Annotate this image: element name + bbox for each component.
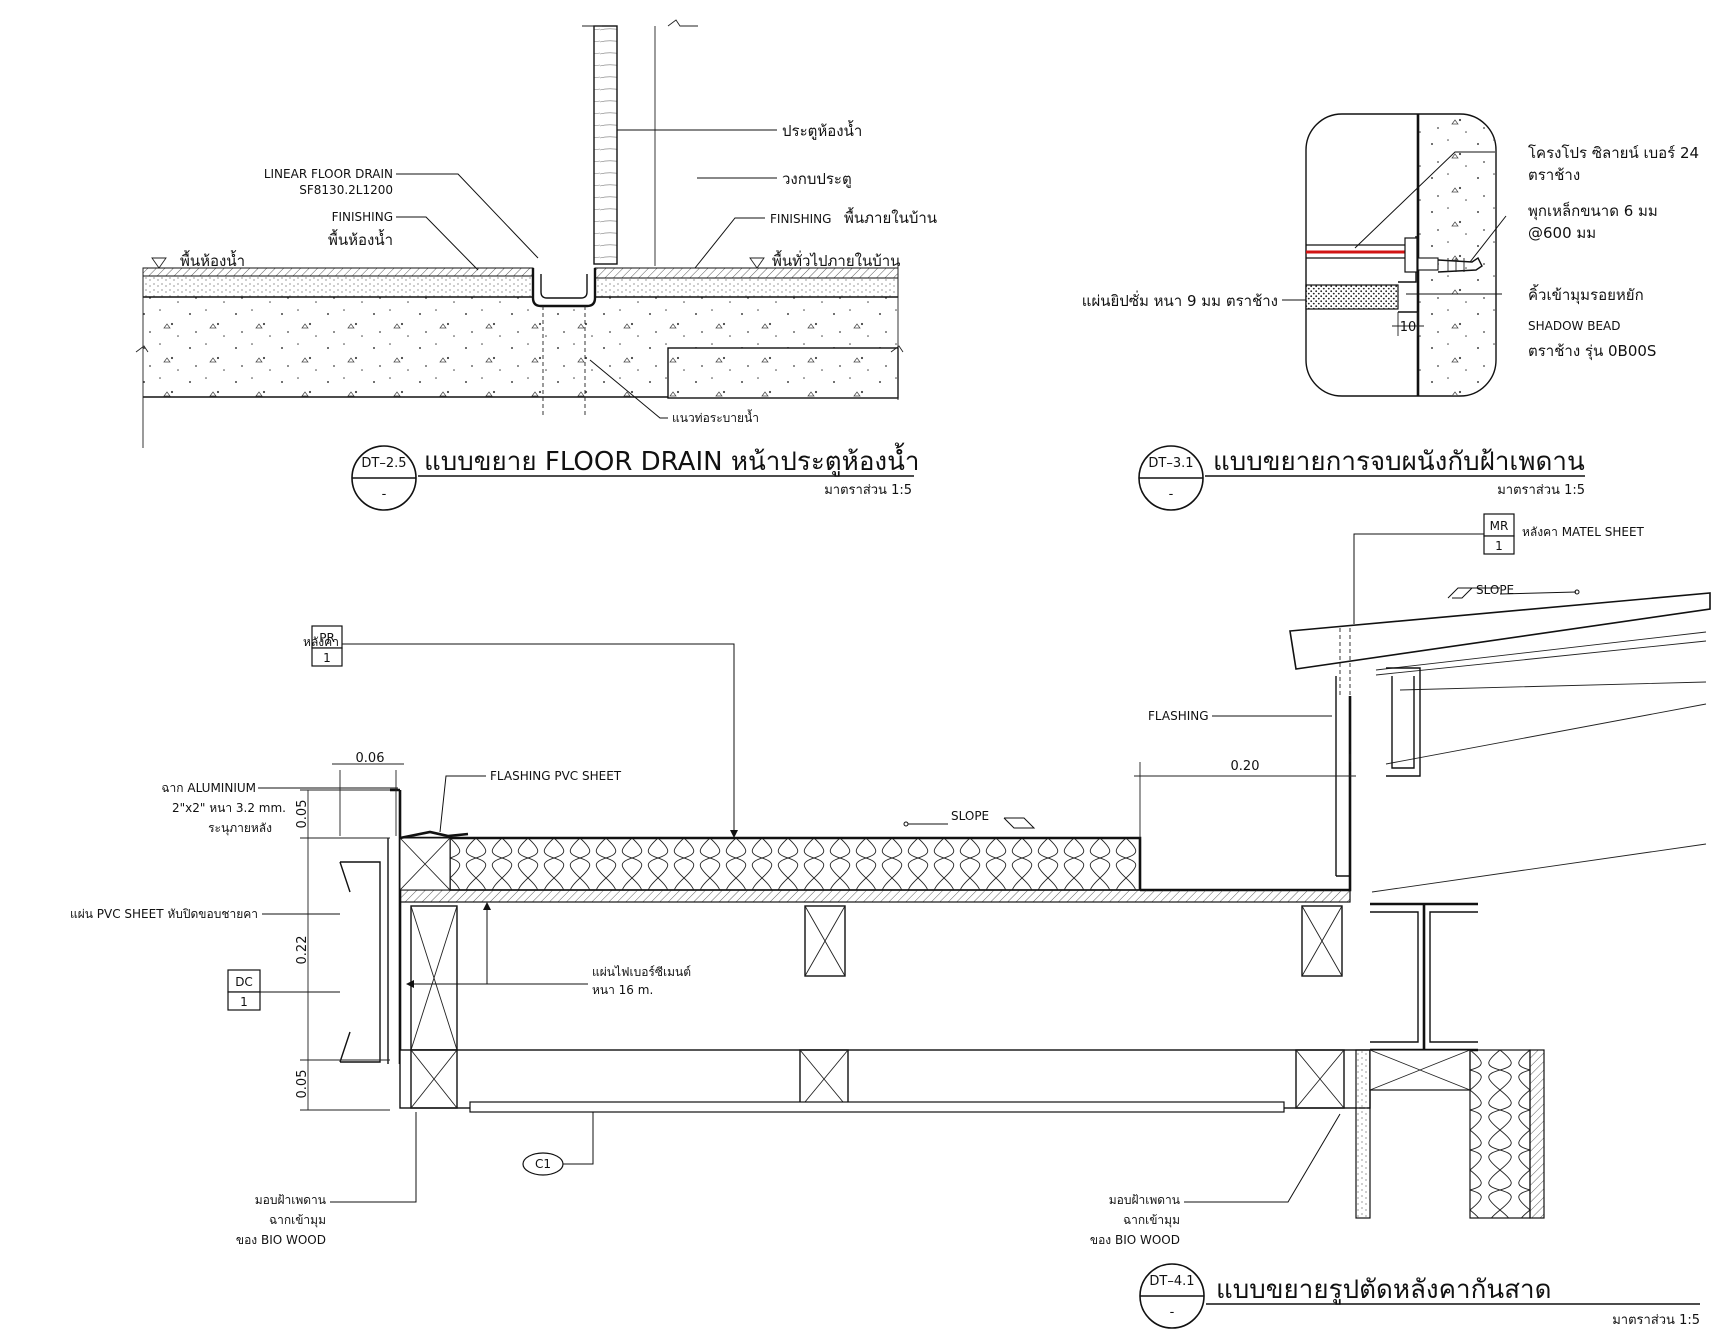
steel-i-beam [1370, 902, 1478, 1052]
label-frame-2: ตราช้าง [1528, 166, 1580, 184]
label-alu-3: ระนุภายหลัง [208, 821, 272, 836]
detail-tag: DT–3.1 [1148, 456, 1193, 471]
detail-title: แบบขยาย FLOOR DRAIN หน้าประตูห้องน้ำ [424, 442, 920, 477]
mr-num: 1 [1495, 539, 1503, 553]
label-finishing-right: FINISHING [770, 212, 831, 226]
label-trim-right-1: มอบฝ้าเพดาน [1109, 1193, 1180, 1207]
dim-0-20: 0.20 [1231, 759, 1260, 774]
metal-roof [1289, 592, 1711, 670]
label-trim-right-2: ฉากเข้ามุม [1123, 1213, 1180, 1228]
dim-0-06: 0.06 [356, 751, 385, 766]
pr-tag: PR [319, 631, 335, 645]
detail-sheet: - [1169, 487, 1174, 502]
timber-members [399, 905, 1371, 1109]
dim-0-22: 0.22 [295, 936, 310, 965]
label-flashing: FLASHING [1148, 709, 1209, 723]
detail-scale: มาตราส่วน 1:5 [824, 483, 912, 498]
detail-sheet: - [1170, 1305, 1175, 1320]
label-frame-1: โครงโปร ซิลายน์ เบอร์ 24 [1528, 144, 1699, 162]
dc-num: 1 [240, 995, 248, 1009]
label-bead-brand: ตราช้าง รุ่น 0B00S [1528, 342, 1656, 361]
label-bead-en: SHADOW BEAD [1528, 319, 1620, 333]
label-flashing-pvc: FLASHING PVC SHEET [490, 769, 622, 783]
detail-dt-4-1: PR หลังคา 1 MR 1 หลังคา MATEL SHEET SLOP… [70, 513, 1711, 1329]
label-trim-left-2: ฉากเข้ามุม [269, 1213, 326, 1228]
label-gypsum: แผ่นยิปซั่ม หนา 9 มม ตราช้าง [1082, 290, 1278, 310]
label-finishing-left: FINISHING [332, 210, 393, 224]
detail-dt-3-1: 10 โครงโปร ซิลายน์ เบอร์ 24 ตราช้าง พุกเ… [1082, 113, 1699, 511]
label-pvc-cover: แผ่น PVC SHEET หับปิดขอบชายคา [70, 907, 258, 921]
label-door: ประตูห้องน้ำ [782, 120, 862, 140]
wall-insulation [1469, 1049, 1531, 1219]
dim-0-05-top: 0.05 [295, 800, 310, 829]
label-anchor-2: @600 มม [1528, 224, 1596, 242]
dc-tag: DC [235, 975, 253, 989]
label-anchor-1: พุกเหล็กขนาด 6 มม [1528, 201, 1658, 221]
label-slope-mid: SLOPE [951, 809, 989, 823]
dim-10: 10 [1400, 320, 1417, 335]
detail-scale: มาตราส่วน 1:5 [1497, 483, 1585, 498]
label-drain-model: SF8130.2L1200 [299, 183, 393, 197]
linear-drain [531, 268, 597, 308]
detail-scale: มาตราส่วน 1:5 [1612, 1313, 1700, 1328]
label-fiber-1: แผ่นไฟเบอร์ซีเมนต์ [592, 965, 691, 979]
label-bead-thai: คิ้วเข้ามุมรอยหยัก [1528, 284, 1644, 305]
label-c1: C1 [535, 1157, 551, 1171]
label-metal-sheet: หลังคา MATEL SHEET [1522, 525, 1645, 539]
insulation [449, 837, 1141, 891]
level-label-interior: พื้นทั่วไปภายในบ้าน [772, 250, 900, 270]
label-finishing-left-thai: พื้นห้องน้ำ [328, 229, 393, 249]
label-trim-right-3: ของ BIO WOOD [1090, 1233, 1180, 1247]
level-label-bathroom: พื้นห้องน้ำ [180, 250, 245, 270]
dim-0-05-bottom: 0.05 [295, 1070, 310, 1099]
label-slope-top: SLOPE [1476, 583, 1514, 597]
label-drain-line: แนวท่อระบายน้ำ [672, 409, 759, 425]
label-door-frame: วงกบประตู [782, 170, 852, 188]
label-fiber-2: หนา 16 m. [592, 983, 653, 997]
label-finishing-right-thai: พื้นภายในบ้าน [844, 207, 937, 227]
gypsum-board [1305, 284, 1399, 310]
detail-title: แบบขยายรูปตัดหลังคากันสาด [1216, 1275, 1551, 1305]
label-trim-left-1: มอบฝ้าเพดาน [255, 1193, 326, 1207]
detail-dt-2-5: พื้นห้องน้ำ พื้นทั่วไปภายในบ้าน ประตูห้อ… [135, 19, 937, 511]
detail-title: แบบขยายการจบผนังกับฝ้าเพดาน [1213, 447, 1585, 477]
detail-tag: DT–4.1 [1149, 1274, 1194, 1289]
label-alu-1: ฉาก ALUMINIUM [161, 781, 256, 795]
label-trim-left-3: ของ BIO WOOD [236, 1233, 326, 1247]
detail-tag: DT–2.5 [361, 456, 406, 471]
mr-tag: MR [1490, 519, 1509, 533]
door-leaf [593, 25, 618, 265]
label-alu-2: 2"x2" หนา 3.2 mm. [172, 801, 286, 815]
pr-num: 1 [323, 651, 331, 665]
pr-text: หลังคา [303, 635, 339, 649]
detail-sheet: - [382, 487, 387, 502]
label-drain-name: LINEAR FLOOR DRAIN [264, 167, 393, 181]
